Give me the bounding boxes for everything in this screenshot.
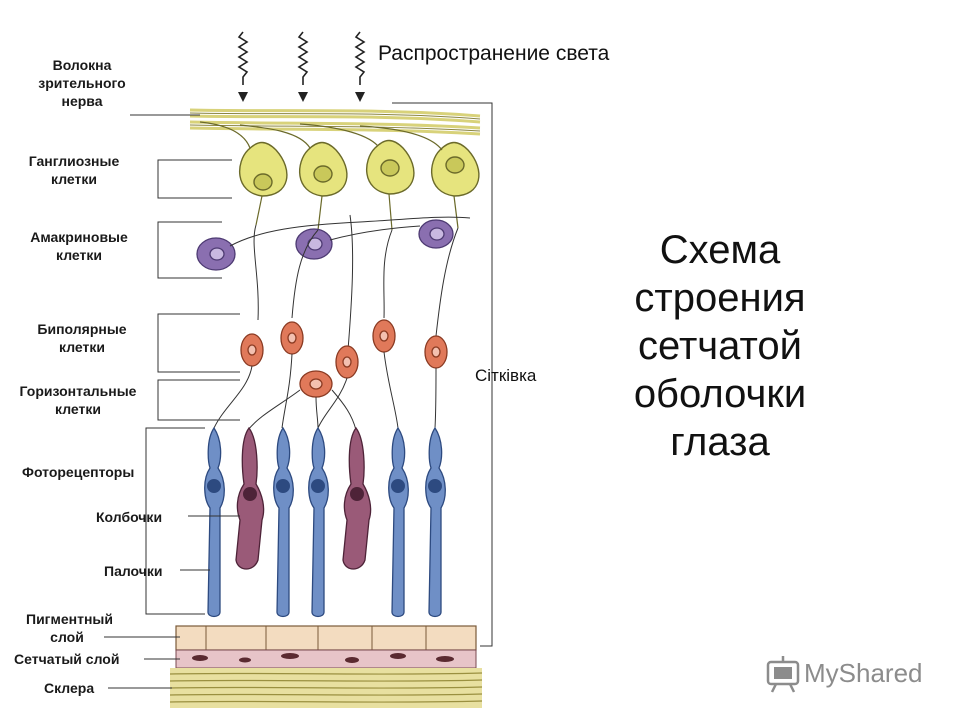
label-optic-nerve-fibers: Волокна зрительного нерва [38,57,126,109]
label-bipolar-cells: Биполярные клетки [37,321,127,355]
light-arrow-3 [354,31,366,85]
label-cones: Колбочки [96,509,163,525]
projector-icon [766,656,800,693]
rod-nuclei [207,479,442,493]
pigment-layer [175,625,477,651]
cone-nuclei [243,487,364,501]
rod-3 [308,426,329,618]
rod-1 [204,426,225,618]
label-ganglion-cells: Ганглиозные клетки [28,153,120,187]
watermark-text: MyShared [804,658,923,688]
rod-4 [388,426,409,618]
label-photoreceptors: Фоторецепторы [22,464,135,480]
label-pigment-layer: Пигментный слой [26,611,113,645]
light-arrow-heads [238,92,365,102]
light-direction-label: Распространение света [378,42,610,65]
retina-label: Сітківка [475,366,537,385]
bipolar-cells [240,319,448,379]
label-brackets [104,102,493,689]
ganglion-cells [238,139,480,197]
light-arrow-2 [297,31,309,85]
label-sclera: Склера [44,680,95,696]
inner-plexiform-fibers [229,214,471,351]
outer-plexiform-fibers [213,351,437,431]
sclera-layer [169,668,483,708]
label-choroid-layer: Сетчатый слой [14,651,120,667]
label-amacrine-cells: Амакриновые клетки [30,229,128,263]
ganglion-cell-1 [238,141,288,197]
rod-5 [425,426,446,618]
horizontal-cell [299,370,333,398]
light-arrow-1 [237,31,249,85]
cones [235,426,372,570]
light-arrows [237,31,366,85]
label-horizontal-cells: Горизонтальные клетки [19,383,137,417]
ganglion-axons [199,121,459,231]
watermark: MyShared [766,654,936,694]
amacrine-cells [196,219,454,271]
choroid-layer [175,649,477,669]
diagram-title: Схема строения сетчатой оболочки глаза [633,228,807,464]
rods [204,426,446,618]
rod-2 [273,426,294,618]
label-rods: Палочки [104,563,163,579]
